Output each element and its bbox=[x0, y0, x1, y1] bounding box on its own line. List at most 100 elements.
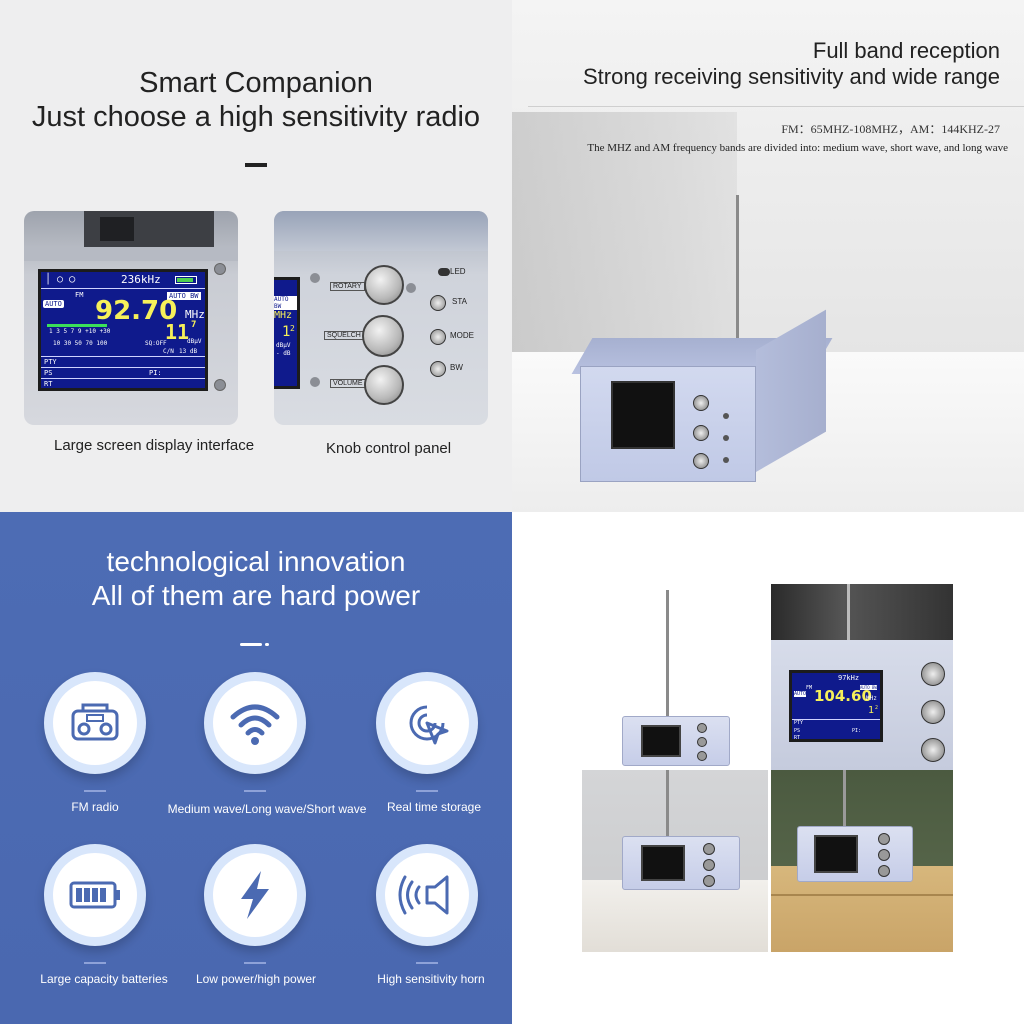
squelch-knob[interactable] bbox=[362, 315, 404, 357]
lcd-edge-signal-sup: 2 bbox=[290, 324, 295, 333]
technology-panel: technological innovation All of them are… bbox=[0, 512, 512, 1024]
device-front bbox=[622, 836, 740, 890]
feature-label: Medium wave/Long wave/Short wave bbox=[167, 802, 367, 816]
feature-label: FM radio bbox=[71, 800, 119, 814]
bw-button[interactable] bbox=[430, 361, 446, 377]
lightning-icon bbox=[241, 871, 269, 919]
lcd-ps: PS bbox=[794, 728, 801, 734]
screw-icon bbox=[214, 263, 226, 275]
lcd-signal-sup: 7 bbox=[191, 320, 197, 330]
lcd-sq: SQ:OFF bbox=[145, 340, 167, 347]
feature-wave-bands bbox=[204, 672, 306, 774]
volume-knob[interactable] bbox=[364, 365, 404, 405]
led-label: LED bbox=[450, 267, 466, 276]
battery-icon bbox=[175, 276, 197, 284]
lcd-signal: 1 bbox=[868, 705, 875, 716]
caption-screen: Large screen display interface bbox=[54, 437, 255, 454]
lcd-auto: AUTO bbox=[43, 300, 64, 308]
q1-title-line1: Smart Companion bbox=[139, 67, 373, 99]
lcd-edge-signal: 1 bbox=[282, 324, 291, 340]
title-divider bbox=[245, 163, 267, 167]
feature-real-time-storage bbox=[376, 672, 478, 774]
target-cursor-icon bbox=[409, 705, 449, 745]
lcd-signal: 11 bbox=[165, 320, 190, 344]
lcd-display: │ ○ ◯ 236kHz FM AUTO AUTO BW 92.70 MHz 1… bbox=[38, 269, 208, 391]
q3-title-line2: All of them are hard power bbox=[91, 580, 421, 611]
sta-label: STA bbox=[452, 297, 467, 306]
screen-photo: │ ○ ◯ 236kHz FM AUTO AUTO BW 92.70 MHz 1… bbox=[24, 211, 238, 425]
lcd-ps: PS bbox=[44, 369, 53, 377]
lcd-pi: PI: bbox=[852, 728, 862, 734]
shelf-background bbox=[771, 584, 953, 640]
lcd-display: 97kHz FM AUTO AUTO BW 104.60 MHz 1 2 PTY… bbox=[789, 670, 883, 742]
lcd-edge-auto-bw: AUTO BW bbox=[274, 296, 297, 310]
feature-horn bbox=[376, 844, 478, 946]
device-edge bbox=[24, 247, 238, 261]
lcd-scale: 1 3 5 7 9 +10 +30 bbox=[49, 328, 111, 335]
lcd-display-edge: AUTO BW MHz 1 2 dBµV - dB bbox=[274, 277, 300, 389]
lcd-step: 236kHz bbox=[121, 273, 161, 286]
lcd-dbuv: dBµV bbox=[187, 338, 202, 345]
device-top bbox=[274, 211, 488, 251]
feature-power bbox=[204, 844, 306, 946]
feature-label: Real time storage bbox=[386, 800, 482, 814]
volume-label: VOLUME bbox=[330, 379, 366, 388]
boombox-icon bbox=[71, 703, 119, 741]
gallery-photo-lcd: 97kHz FM AUTO AUTO BW 104.60 MHz 1 2 PTY… bbox=[771, 584, 953, 770]
feature-label: Low power/high power bbox=[195, 972, 317, 986]
lcd-pty: PTY bbox=[794, 720, 804, 726]
lcd-pi: PI: bbox=[149, 369, 162, 377]
lcd-band: FM bbox=[75, 291, 84, 299]
device-knob bbox=[921, 700, 945, 724]
screw-icon bbox=[310, 377, 320, 387]
feature-batteries bbox=[44, 844, 146, 946]
q2-title-line2: Strong receiving sensitivity and wide ra… bbox=[582, 64, 1000, 89]
title-divider bbox=[528, 106, 1024, 107]
device-front bbox=[797, 826, 913, 882]
led-indicator bbox=[438, 268, 450, 276]
gallery-photo-front bbox=[582, 584, 768, 770]
q1-title-line2: Just choose a high sensitivity radio bbox=[31, 101, 481, 133]
lcd-rt: RT bbox=[44, 380, 53, 388]
device-knob bbox=[693, 425, 709, 441]
feature-fm-radio bbox=[44, 672, 146, 774]
band-description: The MHZ and AM frequency bands are divid… bbox=[587, 142, 1008, 154]
knob-photo: AUTO BW MHz 1 2 dBµV - dB ROTARY SQUELCH… bbox=[274, 211, 488, 425]
device-knob bbox=[921, 738, 945, 762]
photo-gallery-panel: 97kHz FM AUTO AUTO BW 104.60 MHz 1 2 PTY… bbox=[512, 512, 1024, 1024]
gallery-photo-table bbox=[582, 770, 768, 952]
device-front bbox=[622, 716, 730, 766]
full-band-panel: Full band reception Strong receiving sen… bbox=[512, 0, 1024, 512]
feature-label: High sensitivity horn bbox=[377, 972, 485, 986]
lcd-frequency: 92.70 bbox=[95, 296, 178, 326]
device-front bbox=[580, 366, 756, 482]
lcd-edge-db: - dB bbox=[276, 350, 291, 357]
table-surface bbox=[582, 880, 768, 952]
title-divider-dot bbox=[265, 643, 269, 646]
q3-title-line1: technological innovation bbox=[106, 546, 406, 577]
lcd-scale2: 10 30 50 70 100 bbox=[53, 340, 108, 347]
screw-icon bbox=[214, 379, 226, 391]
lcd-cn: C/N bbox=[163, 348, 174, 355]
title-divider bbox=[240, 643, 262, 646]
rotary-knob[interactable] bbox=[364, 265, 404, 305]
lcd-band: FM bbox=[806, 685, 813, 691]
mode-button[interactable] bbox=[430, 329, 446, 345]
lcd-cn-val: 13 dB bbox=[179, 348, 198, 355]
lcd-auto: AUTO bbox=[794, 691, 807, 697]
device-screen bbox=[611, 381, 675, 449]
q2-title-line1: Full band reception bbox=[812, 38, 1000, 63]
mode-label: MODE bbox=[450, 331, 474, 340]
wifi-icon bbox=[230, 704, 280, 745]
smart-companion-panel: Smart Companion Just choose a high sensi… bbox=[0, 0, 512, 512]
lcd-auto-bw: AUTO BW bbox=[167, 292, 201, 300]
antenna bbox=[666, 590, 669, 718]
lcd-auto-bw: AUTO BW bbox=[860, 685, 877, 690]
caption-knobs: Knob control panel bbox=[326, 440, 452, 457]
antenna bbox=[847, 584, 850, 642]
device-knob bbox=[693, 453, 709, 469]
sta-button[interactable] bbox=[430, 295, 446, 311]
lcd-unit: MHz bbox=[866, 695, 877, 702]
squelch-label: SQUELCH bbox=[324, 331, 364, 340]
screw-icon bbox=[310, 273, 320, 283]
